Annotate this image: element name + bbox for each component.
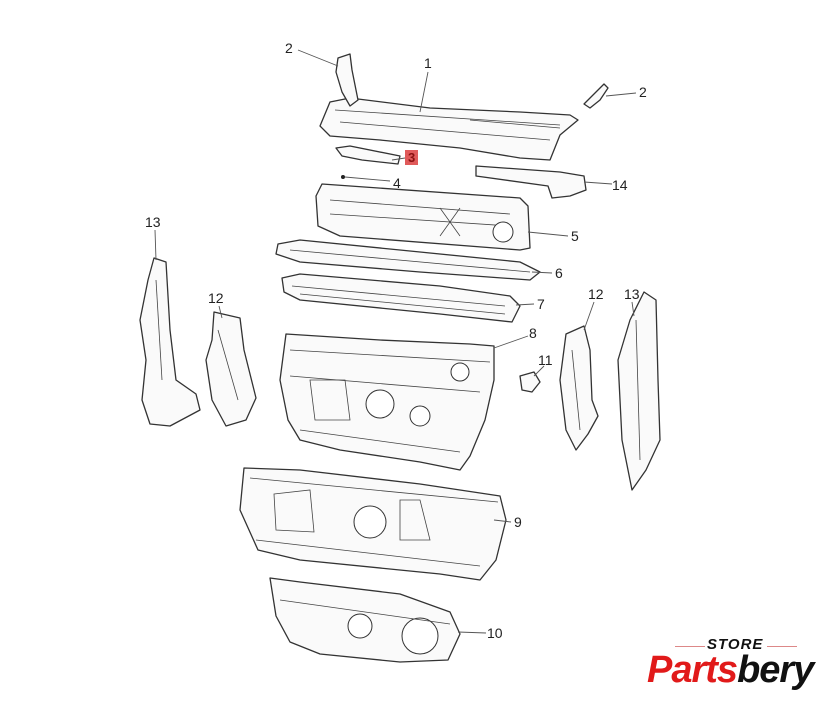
part-12-right-panel[interactable] xyxy=(559,325,599,451)
leader-lines xyxy=(154,49,637,634)
logo-brand-part2: bery xyxy=(737,649,814,691)
callout-5[interactable]: 5 xyxy=(571,228,579,244)
callout-13-left[interactable]: 13 xyxy=(145,214,161,230)
callout-10[interactable]: 10 xyxy=(487,625,503,641)
partsbery-logo: STORE Partsbery xyxy=(645,636,825,696)
logo-brand-part1: Parts xyxy=(647,649,738,691)
part-13-left-pillar[interactable] xyxy=(139,257,201,427)
callout-3-highlight xyxy=(405,150,418,165)
part-14-bracket[interactable] xyxy=(475,165,587,199)
part-13-right-pillar[interactable] xyxy=(617,291,661,491)
callout-3[interactable]: 3 xyxy=(408,150,415,165)
callout-2-right[interactable]: 2 xyxy=(639,84,647,100)
callout-6[interactable]: 6 xyxy=(555,265,563,281)
part-3-panel[interactable] xyxy=(335,145,401,165)
part-8-dash-panel[interactable] xyxy=(279,333,495,471)
callout-11[interactable]: 11 xyxy=(538,352,553,368)
logo-divider xyxy=(767,646,797,647)
logo-brand-text: Partsbery xyxy=(647,649,814,691)
part-9-dash-lower[interactable] xyxy=(239,467,507,581)
part-11-bracket[interactable] xyxy=(519,371,541,393)
logo-store-text: STORE xyxy=(707,636,764,653)
part-1-cowl-panel[interactable] xyxy=(319,97,579,161)
callout-12-right[interactable]: 12 xyxy=(588,286,604,302)
callout-8[interactable]: 8 xyxy=(529,325,537,341)
part-7-crossmember[interactable] xyxy=(281,273,521,323)
logo-divider xyxy=(675,646,705,647)
callout-9[interactable]: 9 xyxy=(514,514,522,530)
part-5-cowl-inner[interactable] xyxy=(315,183,531,251)
part-6-reinforcement[interactable] xyxy=(275,239,541,281)
callout-14[interactable]: 14 xyxy=(612,177,628,193)
callout-2-left[interactable]: 2 xyxy=(285,40,293,56)
callout-4[interactable]: 4 xyxy=(393,175,401,191)
part-2-right-bracket[interactable] xyxy=(583,83,609,109)
callout-7[interactable]: 7 xyxy=(537,296,545,312)
part-4-fastener[interactable] xyxy=(341,175,345,179)
callout-1[interactable]: 1 xyxy=(424,55,432,71)
part-2-left-bracket[interactable] xyxy=(335,53,359,107)
callout-12-left[interactable]: 12 xyxy=(208,290,224,306)
part-12-left-panel[interactable] xyxy=(205,311,257,427)
part-10-insulator[interactable] xyxy=(269,577,461,663)
callout-13-right[interactable]: 13 xyxy=(624,286,640,302)
